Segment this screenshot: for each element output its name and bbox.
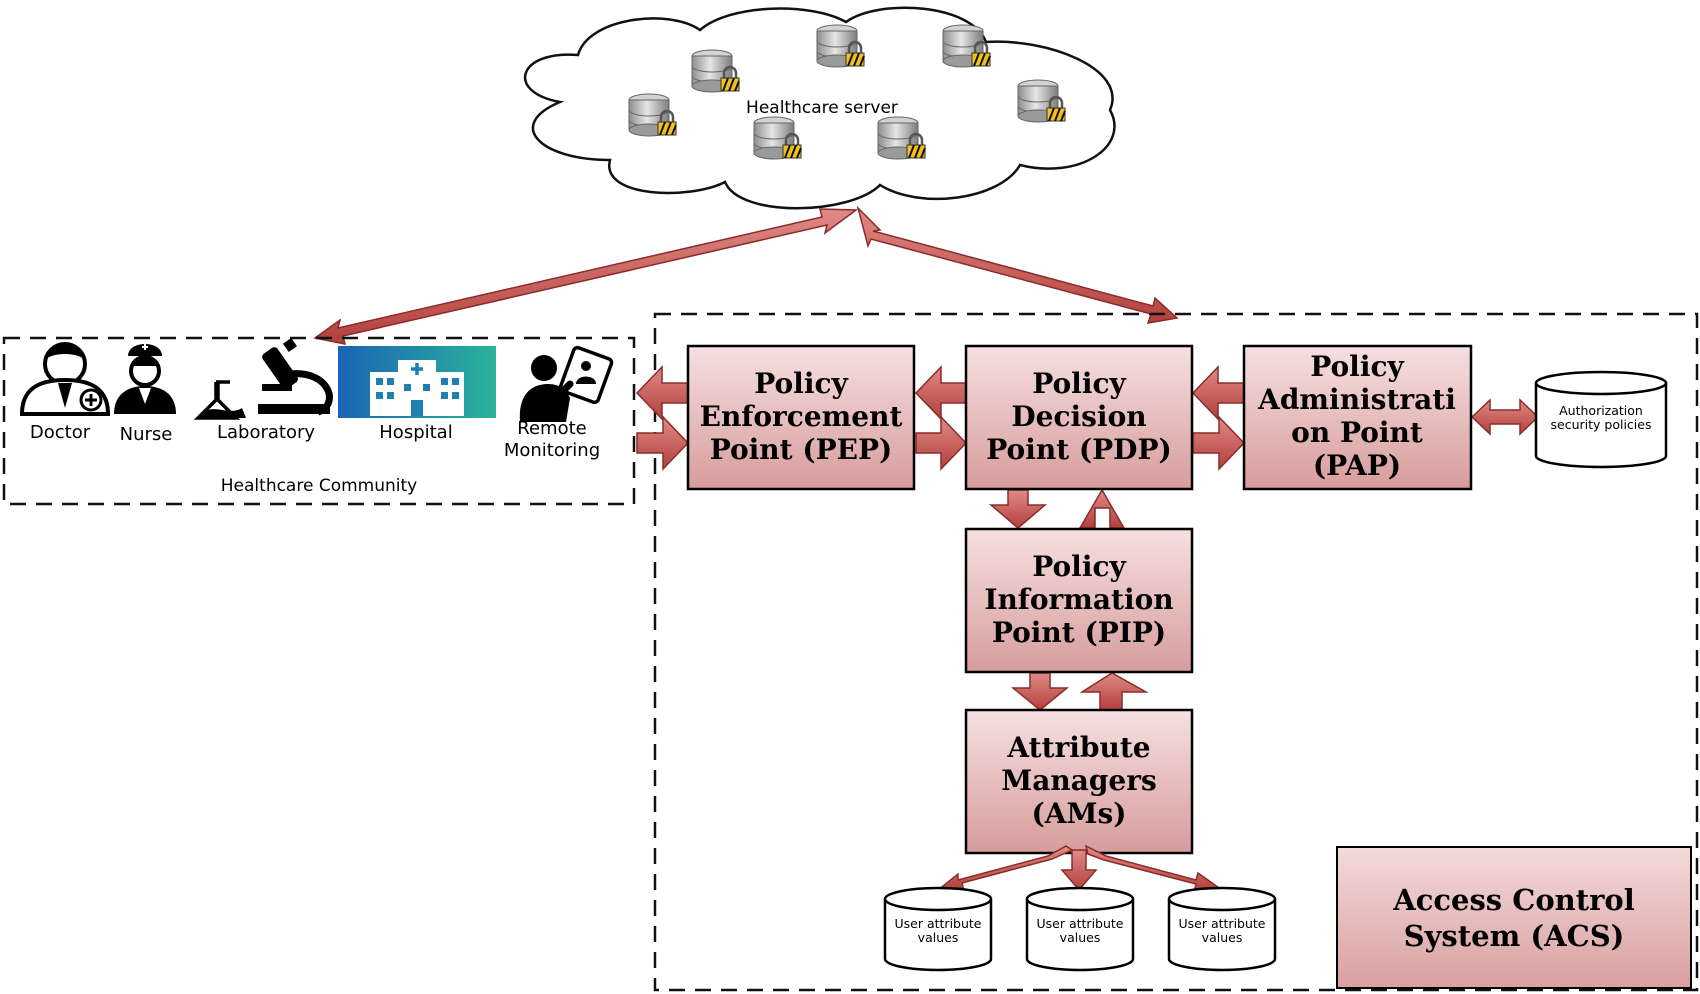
acs-line-1: Access Control	[1393, 882, 1635, 917]
community-item-nurse: Nurse	[120, 424, 173, 445]
pap-line-2: Administrati	[1257, 383, 1456, 416]
user-attribute-store: User attribute values	[883, 886, 993, 972]
pip-line-1: Policy	[1032, 550, 1126, 583]
pdp-line-3: Point (PDP)	[986, 433, 1172, 466]
arrow-cloud-acs	[856, 205, 1179, 324]
server-database-icon	[752, 115, 803, 161]
pap-line-4: (PAP)	[1313, 449, 1401, 482]
acs-box: Access Control System (ACS)	[1336, 846, 1692, 989]
pap-box: Policy Administrati on Point (PAP)	[1242, 344, 1473, 491]
hospital-icon	[338, 346, 496, 418]
user-store-3-line-2: values	[1202, 930, 1243, 945]
nurse-icon	[114, 344, 176, 414]
am-store-arrows	[935, 844, 1225, 893]
pip-am-arrows	[1010, 672, 1149, 711]
pdp-box: Policy Decision Point (PDP)	[964, 344, 1194, 491]
community-label: Healthcare Community	[221, 476, 417, 496]
policies-line-1: Authorization	[1559, 403, 1643, 418]
pep-line-3: Point (PEP)	[710, 433, 893, 466]
authorization-policies-store: Authorization security policies	[1534, 370, 1668, 469]
user-store-3-line-1: User attribute	[1179, 916, 1266, 931]
pip-line-3: Point (PIP)	[992, 616, 1166, 649]
pep-box: Policy Enforcement Point (PEP)	[686, 344, 916, 491]
pip-box: Policy Information Point (PIP)	[964, 527, 1194, 674]
user-store-1-line-1: User attribute	[895, 916, 982, 931]
user-store-2-line-2: values	[1060, 930, 1101, 945]
server-database-icon	[627, 92, 678, 138]
user-attribute-store: User attribute values	[1025, 886, 1135, 972]
server-database-icon	[1016, 78, 1067, 124]
user-store-2-line-1: User attribute	[1037, 916, 1124, 931]
pap-policies-arrow	[1470, 398, 1540, 436]
cloud-label: Healthcare server	[746, 98, 898, 118]
server-database-icon	[815, 23, 866, 69]
pap-line-1: Policy	[1310, 350, 1404, 383]
pep-pdp-arrows	[914, 365, 968, 471]
pdp-line-2: Decision	[1011, 400, 1146, 433]
server-database-icon	[690, 48, 741, 94]
flask-icon	[193, 380, 246, 420]
doctor-icon	[19, 342, 111, 416]
am-box: Attribute Managers (AMs)	[964, 708, 1194, 855]
pep-line-1: Policy	[754, 367, 848, 400]
community-item-laboratory: Laboratory	[217, 422, 315, 443]
server-database-icon	[876, 115, 927, 161]
acs-dashed-border	[653, 312, 1699, 992]
pep-community-arrows	[635, 365, 690, 471]
community-item-remote-line2: Monitoring	[504, 440, 600, 461]
am-line-2: Managers	[1001, 764, 1157, 797]
microscope-icon	[258, 338, 333, 416]
community-item-doctor: Doctor	[30, 422, 91, 443]
community-dashed-border	[2, 336, 636, 506]
healthcare-community: Doctor Nurse Laboratory	[2, 336, 636, 506]
user-attribute-store: User attribute values	[1167, 886, 1277, 972]
pdp-line-1: Policy	[1032, 367, 1126, 400]
pap-line-3: on Point	[1291, 416, 1423, 449]
am-line-1: Attribute	[1006, 731, 1150, 764]
arrow-cloud-community	[313, 208, 859, 345]
pdp-pap-arrows	[1191, 365, 1246, 471]
community-item-remote-line1: Remote	[517, 418, 586, 439]
server-database-icon	[941, 23, 992, 69]
community-item-hospital: Hospital	[379, 422, 452, 443]
pip-line-2: Information	[984, 583, 1173, 616]
pdp-pip-arrows	[988, 488, 1126, 529]
acs-line-2: System (ACS)	[1403, 918, 1625, 953]
user-store-1-line-2: values	[918, 930, 959, 945]
remote-monitoring-icon	[519, 345, 614, 422]
policies-line-2: security policies	[1551, 417, 1652, 432]
am-line-3: (AMs)	[1032, 797, 1127, 830]
pep-line-2: Enforcement	[700, 400, 903, 433]
healthcare-cloud: Healthcare server	[523, 6, 1116, 210]
